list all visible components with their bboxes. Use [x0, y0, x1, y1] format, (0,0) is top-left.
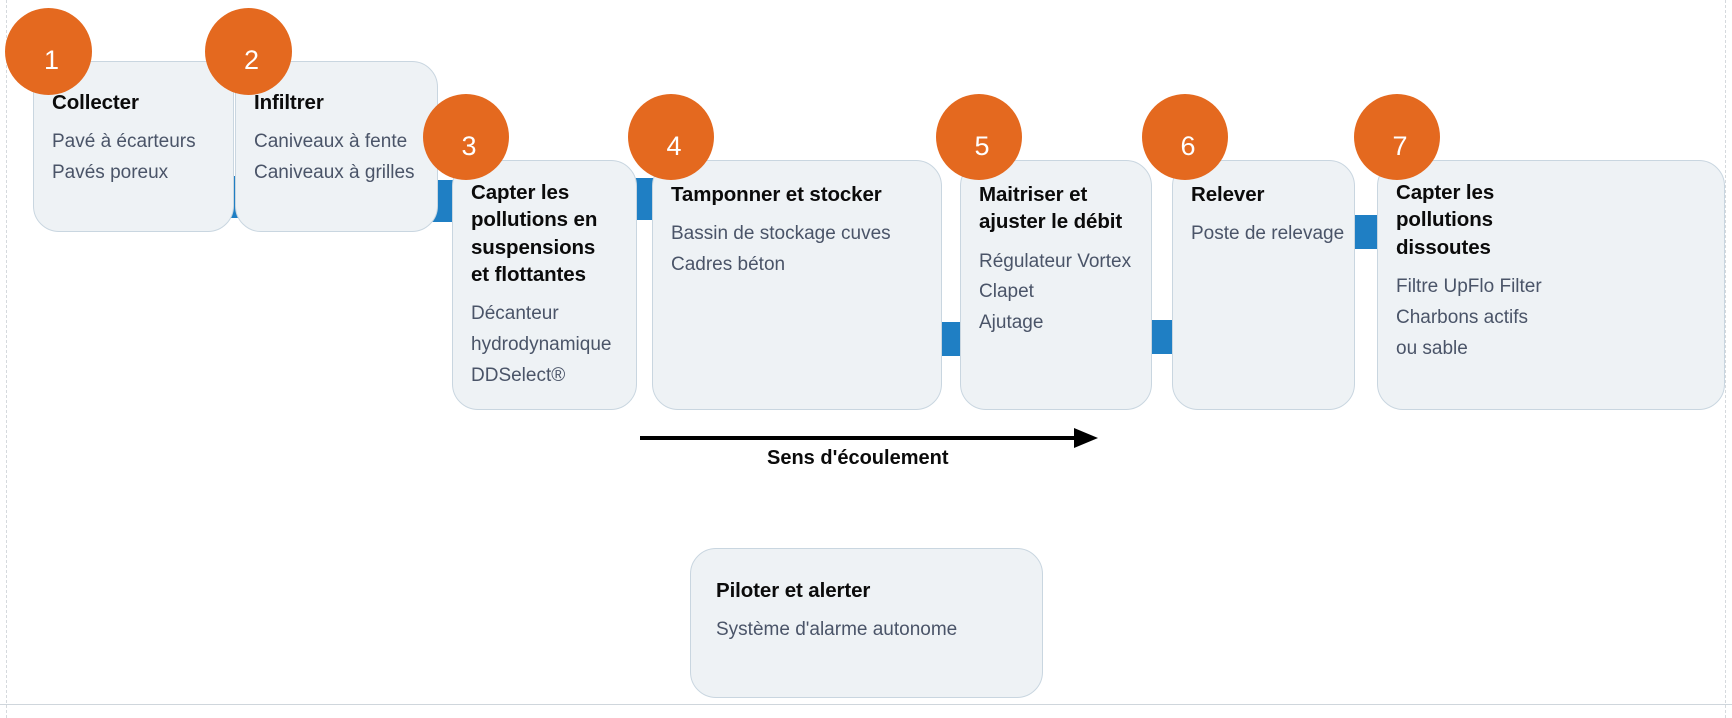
step-card-5-title: Maitriser et ajuster le débit	[979, 183, 1123, 234]
aside-card-piloter[interactable]: Piloter et alerter Système d'alarme auto…	[690, 548, 1043, 698]
step-card-2-line-1: Caniveaux à fente	[254, 131, 408, 153]
right-guide-line	[1725, 0, 1726, 718]
step-badge-3[interactable]: 3	[423, 94, 509, 180]
left-guide-line	[6, 0, 7, 718]
step-card-2-line-2: Caniveaux à grilles	[254, 162, 415, 184]
step-badge-4[interactable]: 4	[628, 94, 714, 180]
step-card-2-lines: Caniveaux à fente Caniveaux à grilles	[254, 127, 419, 189]
step-badge-1[interactable]: 1	[5, 8, 92, 95]
step-badge-5[interactable]: 5	[936, 94, 1022, 180]
aside-card-title: Piloter et alerter	[716, 579, 871, 602]
aside-card-line-1: Système d'alarme autonome	[716, 619, 958, 641]
step-card-7-lines: Filtre UpFlo Filter Charbons actifs ou s…	[1396, 272, 1571, 365]
step-card-7-title: Capter les pollutions dissoutes	[1396, 181, 1495, 259]
step-card-4-line-2: Cadres béton	[671, 254, 786, 276]
step-card-3-line-2: hydrodynamique	[471, 333, 612, 355]
step-badge-6-number: 6	[1180, 130, 1196, 161]
step-badge-2[interactable]: 2	[205, 8, 292, 95]
step-card-7[interactable]: Capter les pollutions dissoutes Filtre U…	[1377, 160, 1725, 410]
step-card-7-line-1: Filtre UpFlo Filter	[1396, 275, 1542, 297]
step-card-5-line-1: Régulateur Vortex	[979, 250, 1132, 272]
step-card-5-line-2: Clapet	[979, 281, 1034, 303]
step-card-4-lines: Bassin de stockage cuves Cadres béton	[671, 219, 923, 281]
step-card-5-line-3: Ajutage	[979, 312, 1044, 334]
step-card-6-title: Relever	[1191, 183, 1265, 206]
flow-direction-arrow	[640, 428, 1098, 448]
step-card-4-title: Tamponner et stocker	[671, 183, 882, 206]
step-badge-3-number: 3	[461, 130, 477, 161]
step-card-6-line-1: Poste de relevage	[1191, 223, 1345, 245]
step-card-7-line-3: ou sable	[1396, 337, 1468, 359]
step-badge-7-number: 7	[1392, 130, 1408, 161]
step-card-1-line-1: Pavé à écarteurs	[52, 131, 196, 153]
step-card-7-line-2: Charbons actifs	[1396, 306, 1529, 328]
step-badge-4-number: 4	[666, 130, 682, 161]
step-badge-7[interactable]: 7	[1354, 94, 1440, 180]
step-card-3[interactable]: Capter les pollutions en suspensions et …	[452, 160, 637, 410]
step-card-2-title: Infiltrer	[254, 91, 324, 114]
flow-direction-label: Sens d'écoulement	[767, 447, 949, 469]
step-badge-1-number: 1	[43, 45, 60, 75]
step-card-4-line-1: Bassin de stockage cuves	[671, 223, 891, 245]
step-card-6-lines: Poste de relevage	[1191, 219, 1345, 250]
bottom-divider	[0, 704, 1732, 705]
step-card-5-lines: Régulateur Vortex Clapet Ajutage	[979, 247, 1133, 340]
step-card-3-title: Capter les pollutions en suspensions et …	[471, 181, 598, 286]
step-badge-6[interactable]: 6	[1142, 94, 1228, 180]
aside-card-lines: Système d'alarme autonome	[716, 615, 1024, 646]
step-badge-5-number: 5	[974, 130, 990, 161]
step-card-5[interactable]: Maitriser et ajuster le débit Régulateur…	[960, 160, 1152, 410]
step-card-1-title: Collecter	[52, 91, 139, 114]
step-badge-2-number: 2	[243, 45, 260, 75]
step-card-3-lines: Décanteur hydrodynamique DDSelect®	[471, 299, 618, 392]
step-card-3-line-3: DDSelect®	[471, 364, 566, 386]
step-card-3-line-1: Décanteur	[471, 303, 559, 324]
step-card-1-line-2: Pavés poreux	[52, 162, 169, 184]
step-card-4[interactable]: Tamponner et stocker Bassin de stockage …	[652, 160, 942, 410]
step-card-6[interactable]: Relever Poste de relevage	[1172, 160, 1355, 410]
step-card-1-lines: Pavé à écarteurs Pavés poreux	[52, 127, 215, 189]
